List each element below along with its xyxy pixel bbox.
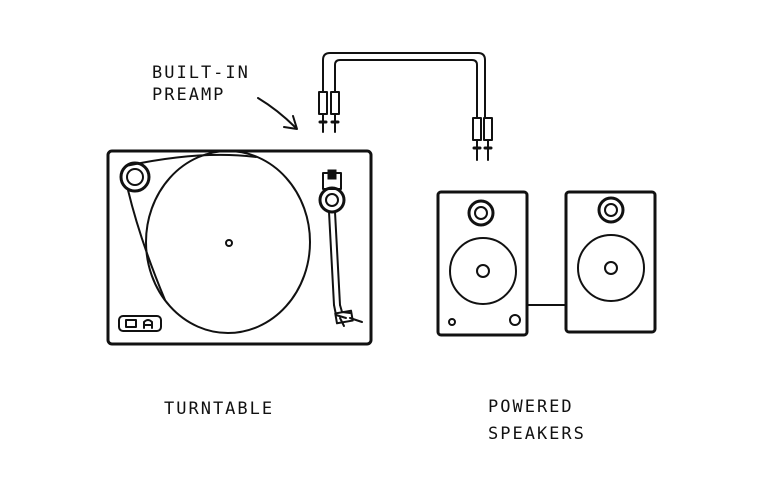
speakers-label-line1: POWERED [488,397,574,417]
turntable-label: TURNTABLE [164,399,274,419]
speaker-right [564,190,657,334]
tonearm-base [318,169,346,214]
woofer-icon [449,237,517,305]
rca-plug-turntable [318,91,340,133]
woofer-icon [577,234,645,302]
drive-belt [125,153,257,167]
rca-plug-speakers [472,117,493,161]
preamp-label-line2: PREAMP [152,85,225,105]
speakers-label-line2: SPEAKERS [488,424,586,444]
turntable-platter [145,150,311,334]
motor-pulley [119,161,151,193]
control-panel [118,315,162,332]
turntable-spindle [225,239,233,247]
tweeter-icon [467,199,495,227]
preamp-label-line1: BUILT-IN [152,63,250,83]
tonearm [328,211,363,327]
tweeter-icon [597,196,625,224]
rca-cable [322,52,486,119]
preamp-arrow [257,97,298,130]
turntable [106,149,373,346]
speaker-left [436,190,529,337]
